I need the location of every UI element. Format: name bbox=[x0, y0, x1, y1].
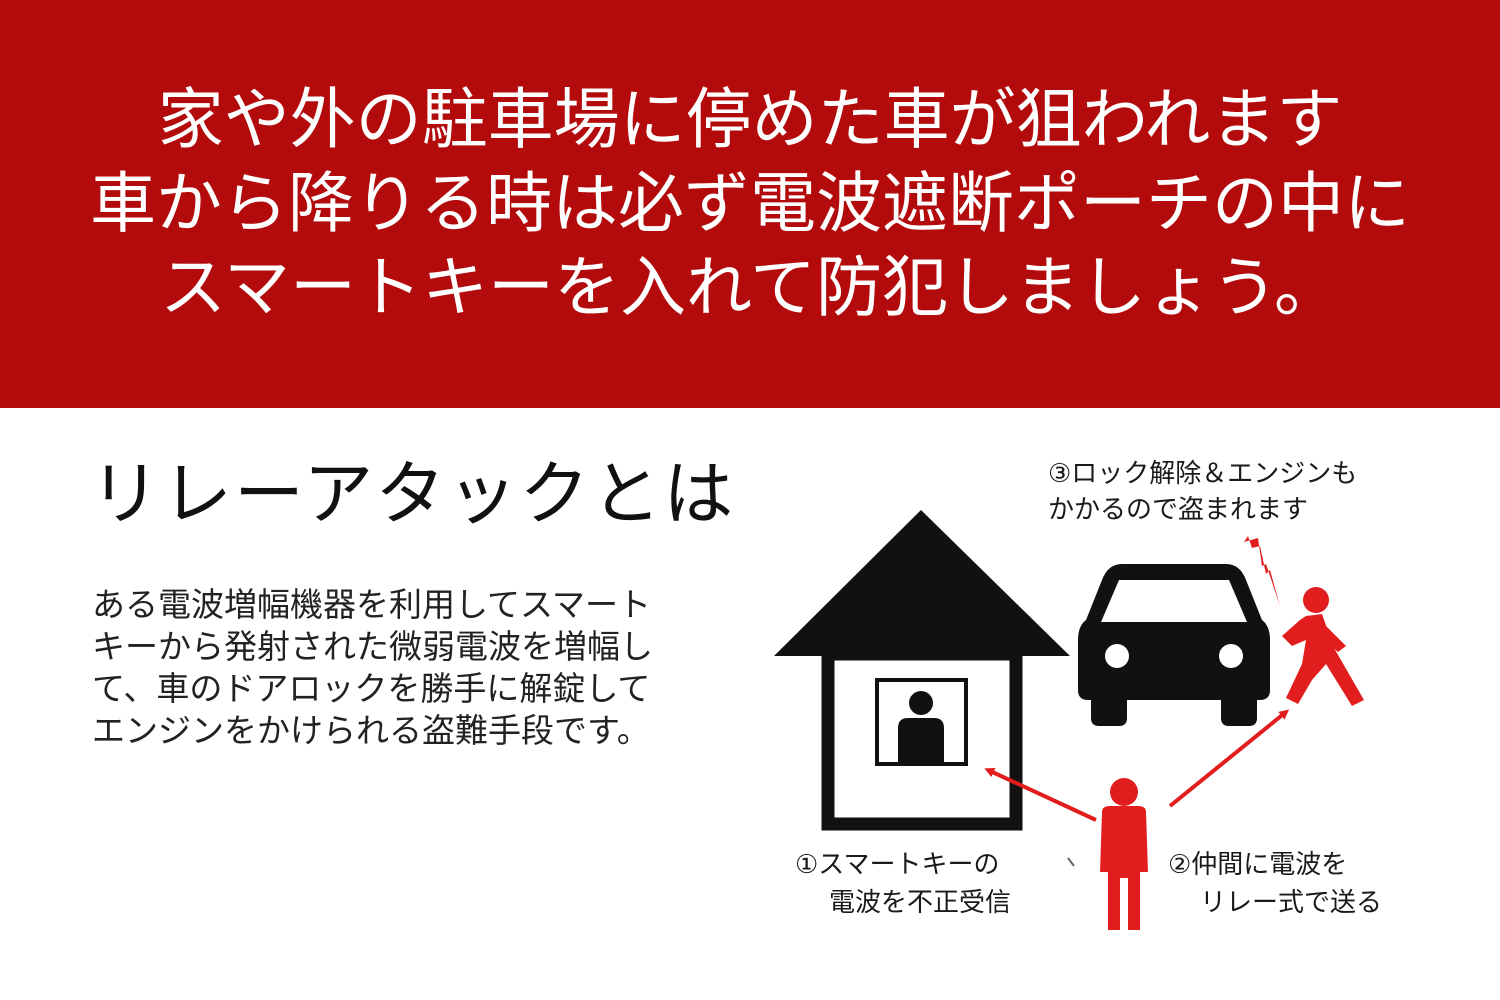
step2-label-line-2: リレー式で送る bbox=[1200, 888, 1383, 918]
banner-line-3: スマートキーを入れて防犯しましょう。 bbox=[159, 249, 1341, 326]
description-line-4: エンジンをかけられる盗難手段です。 bbox=[92, 711, 650, 750]
section-title: リレーアタックとは bbox=[90, 453, 736, 535]
step3-label-line-2: かかるので盗まれます bbox=[1048, 495, 1309, 525]
house-icon bbox=[774, 510, 1070, 831]
banner-line-1: 家や外の駐車場に停めた車が狙われます bbox=[157, 81, 1343, 158]
running-person-icon bbox=[1282, 587, 1364, 706]
step1-label-line-1: ①スマートキーの bbox=[795, 850, 1000, 880]
description-line-1: ある電波増幅機器を利用してスマート bbox=[92, 585, 652, 624]
step3-label-line-1: ③ロック解除＆エンジンも bbox=[1048, 459, 1358, 489]
arrow-to-house bbox=[984, 767, 1097, 822]
car-icon bbox=[1078, 564, 1270, 726]
arrow-to-accomplice bbox=[1168, 709, 1290, 808]
thief-icon bbox=[1067, 778, 1148, 930]
banner-line-2: 車から降りる時は必ず電波遮断ポーチの中に bbox=[90, 165, 1410, 242]
warning-banner: 家や外の駐車場に停めた車が狙われます 車から降りる時は必ず電波遮断ポーチの中に … bbox=[0, 0, 1500, 408]
step2-label-line-1: ②仲間に電波を bbox=[1168, 850, 1348, 880]
description-line-3: て、車のドアロックを勝手に解錠して bbox=[92, 669, 651, 708]
person-icon bbox=[898, 691, 944, 762]
lightning-icon bbox=[1244, 536, 1280, 606]
relay-arrows bbox=[984, 709, 1290, 822]
description-line-2: キーから発射された微弱電波を増幅し bbox=[92, 627, 653, 666]
step1-label-line-2: 電波を不正受信 bbox=[829, 888, 1012, 918]
